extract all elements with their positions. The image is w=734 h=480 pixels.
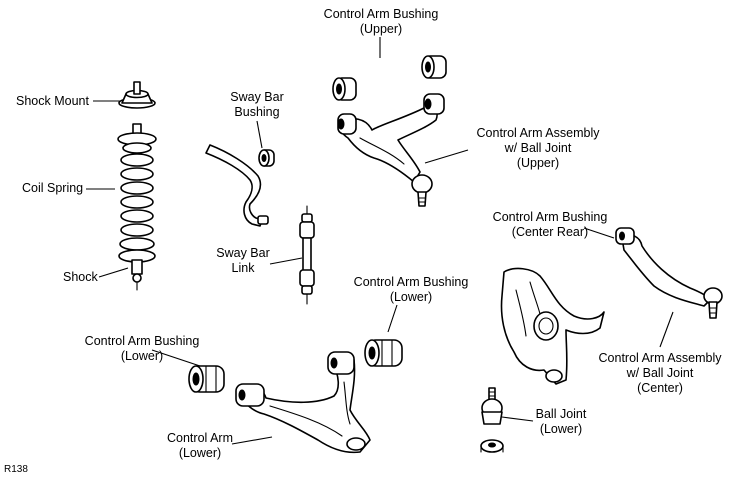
leader-sway-bar-link [269, 257, 303, 265]
label-shock-mount: Shock Mount [16, 94, 89, 108]
leader-ca-assembly-upper [424, 149, 469, 164]
leader-shock [98, 267, 129, 278]
sway-bar [205, 144, 269, 227]
sway-bar-link [299, 205, 315, 305]
lower-bushing-left [188, 365, 225, 393]
label-ca-assembly-center: Control Arm Assembly w/ Ball Joint (Cent… [598, 351, 722, 395]
coil-spring-shock [117, 123, 157, 291]
leader-ball-joint-lower [501, 416, 534, 422]
leader-cab-center-rear [583, 227, 615, 239]
label-ca-assembly-upper: Control Arm Assembly w/ Ball Joint (Uppe… [476, 126, 600, 170]
center-control-arm [615, 227, 723, 319]
leader-ca-assembly-center [659, 311, 674, 348]
label-cab-center-rear: Control Arm Bushing (Center Rear) [492, 210, 608, 239]
label-coil-spring: Coil Spring [22, 181, 84, 195]
leader-control-arm-lower [231, 436, 273, 445]
label-cab-upper: Control Arm Bushing (Upper) [323, 7, 439, 36]
upper-bushing-right [421, 55, 447, 79]
lower-ball-joint [480, 387, 504, 453]
leader-cab-lower-left [151, 349, 201, 367]
label-cab-lower-left: Control Arm Bushing (Lower) [84, 334, 200, 363]
sway-bar-bushing [258, 149, 275, 167]
upper-bushing-left [332, 77, 357, 101]
label-cab-lower-right: Control Arm Bushing (Lower) [353, 275, 469, 304]
lower-bushing-right [364, 339, 403, 367]
upper-control-arm [337, 93, 445, 207]
steering-knuckle [500, 267, 605, 385]
label-sway-bar-link: Sway Bar Link [216, 246, 270, 275]
label-control-arm-lower: Control Arm (Lower) [167, 431, 233, 460]
label-ball-joint-lower: Ball Joint (Lower) [535, 407, 587, 436]
lower-control-arm [235, 351, 371, 454]
leader-sway-bar-bushing [256, 120, 263, 149]
label-sway-bar-bushing: Sway Bar Bushing [230, 90, 284, 119]
leader-lines [86, 37, 674, 445]
figure-code: R138 [4, 464, 28, 475]
label-shock: Shock [63, 270, 98, 284]
shock-mount [118, 81, 156, 109]
leader-cab-lower-right [387, 304, 398, 333]
